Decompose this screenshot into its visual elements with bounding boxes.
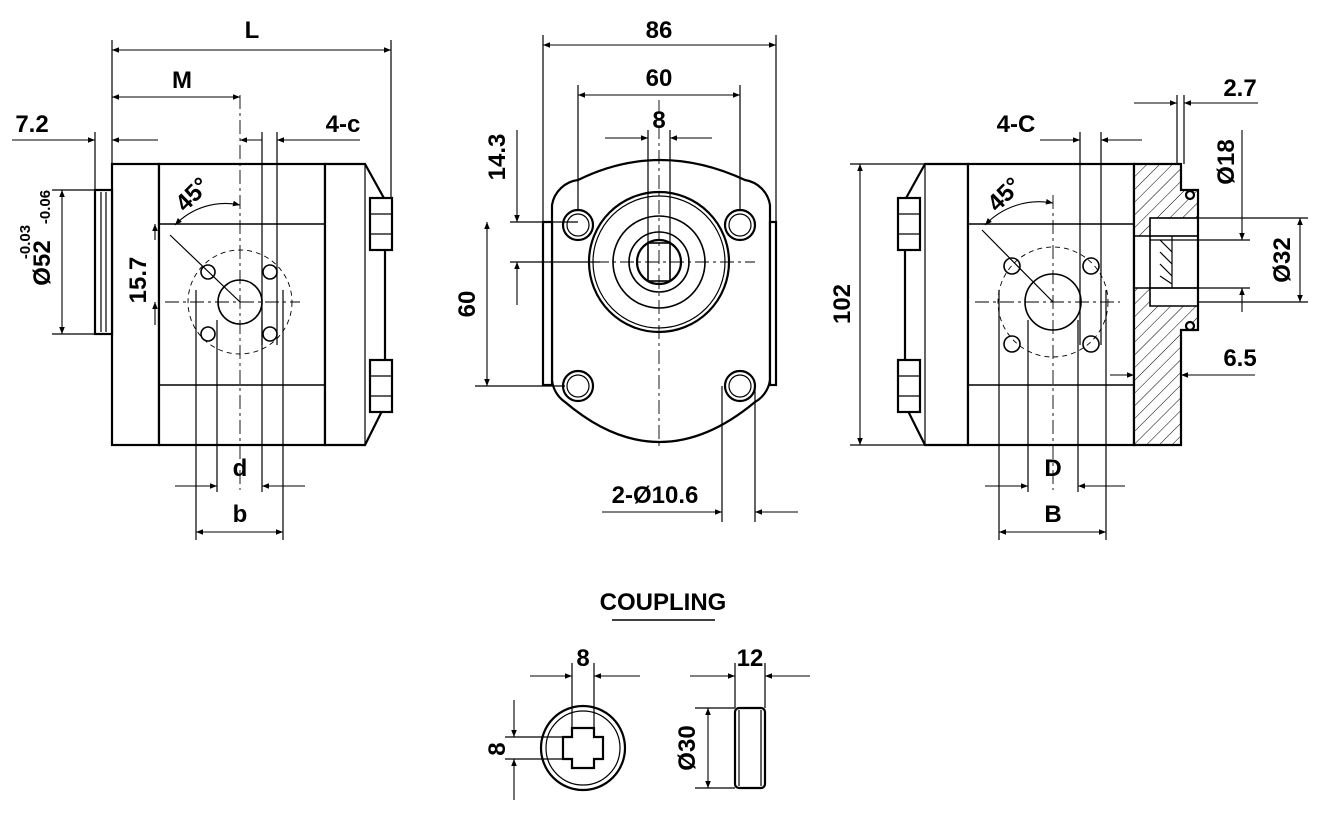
- label-B: B: [1044, 501, 1061, 528]
- label-d: d: [233, 455, 248, 482]
- label-M: M: [172, 67, 192, 94]
- right-section-view: 4-C 45° 2.7 Ø18 Ø32 6.5 102 D B: [829, 75, 1308, 540]
- label-coupling-dia30: Ø30: [674, 725, 701, 770]
- label-b: b: [233, 501, 248, 528]
- label-2-7: 2.7: [1223, 75, 1256, 102]
- right-bolt-heads: [896, 196, 922, 414]
- coupling-side: [733, 706, 767, 790]
- label-4-c: 4-c: [326, 111, 361, 138]
- pilot-spigot: [93, 188, 114, 336]
- label-8-top: 8: [652, 107, 665, 134]
- label-coupling-8-left: 8: [484, 742, 511, 755]
- label-15-7: 15.7: [125, 257, 152, 304]
- label-tol-upper: -0.03: [17, 225, 34, 259]
- front-right-edge: [768, 220, 778, 387]
- label-dia32: Ø32: [1269, 237, 1296, 282]
- label-L: L: [245, 17, 260, 44]
- front-view: 86 60 8 14.3 60 2-Ø10.6: [454, 17, 798, 522]
- label-6-5: 6.5: [1223, 345, 1256, 372]
- label-60-top: 60: [646, 65, 673, 92]
- front-left-edge: [541, 220, 554, 387]
- mounting-flange: [110, 162, 161, 447]
- coupling-title: COUPLING: [600, 589, 727, 616]
- label-D: D: [1044, 455, 1061, 482]
- label-86: 86: [646, 17, 673, 44]
- angle-45-right: [984, 198, 1054, 226]
- label-7-2: 7.2: [15, 111, 48, 138]
- right-port-bolt-holes: [1003, 257, 1100, 353]
- label-dia18: Ø18: [1213, 139, 1240, 184]
- left-side-view: L M 7.2 4-c 45° Ø52 -0.03 -0.06 15.7 d b: [12, 17, 394, 540]
- label-dia52: Ø52: [29, 240, 56, 285]
- front-mounting-holes: [561, 208, 757, 403]
- bolt-heads: [368, 196, 394, 414]
- label-60-left: 60: [454, 291, 481, 318]
- label-14-3: 14.3: [484, 134, 511, 181]
- label-coupling-8-top: 8: [576, 645, 589, 672]
- label-4-C: 4-C: [997, 111, 1036, 138]
- label-holes: 2-Ø10.6: [612, 482, 699, 509]
- label-102: 102: [829, 284, 856, 324]
- label-coupling-12: 12: [737, 645, 764, 672]
- label-tol-lower: -0.06: [37, 190, 54, 224]
- angle-45-left: [174, 200, 241, 226]
- coupling-detail: COUPLING 8 8 12 Ø30: [484, 589, 810, 800]
